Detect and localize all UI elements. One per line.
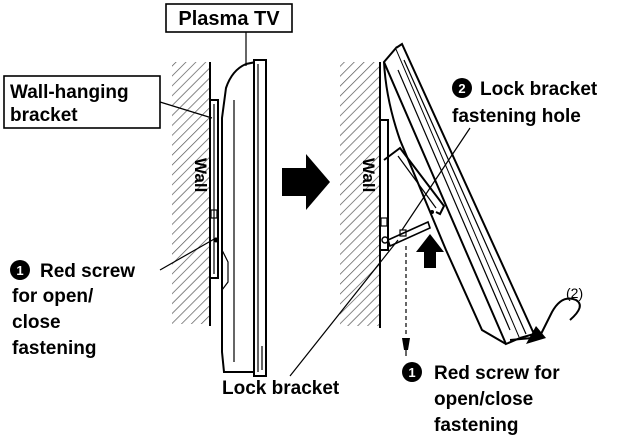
rotate-arrow: (2) xyxy=(509,285,583,344)
left-wall xyxy=(172,62,211,326)
svg-text:fastening: fastening xyxy=(12,338,96,359)
marker-2 xyxy=(452,78,472,98)
svg-text:Wall-hanging: Wall-hanging xyxy=(10,82,129,103)
red-screw-left-callout: 1 Red screw for open/ close fastening xyxy=(10,237,217,359)
wall-hanging-bracket-right xyxy=(379,119,389,251)
svg-text:bracket: bracket xyxy=(10,105,78,126)
lock-hole-callout: 2 Lock bracket fastening hole xyxy=(401,78,598,231)
svg-text:close: close xyxy=(12,312,61,333)
svg-text:for open/: for open/ xyxy=(12,286,94,307)
svg-text:Lock bracket: Lock bracket xyxy=(480,79,598,100)
push-up-arrow xyxy=(416,234,444,268)
svg-text:1: 1 xyxy=(16,263,23,278)
svg-text:Plasma TV: Plasma TV xyxy=(178,8,280,30)
svg-text:2: 2 xyxy=(458,81,465,96)
svg-text:fastening: fastening xyxy=(434,415,518,436)
plasma-tv-left xyxy=(221,59,267,377)
marker-1-right xyxy=(402,362,422,382)
wall-hanging-bracket-label: Wall-hanging bracket xyxy=(3,75,213,129)
svg-text:open/close: open/close xyxy=(434,389,533,410)
wall-hanging-bracket xyxy=(209,99,219,279)
svg-text:1: 1 xyxy=(408,365,415,380)
marker-1-left xyxy=(10,260,30,280)
wall-label-right: Wall xyxy=(359,158,378,192)
transition-arrow xyxy=(282,154,330,210)
red-screw-right xyxy=(402,246,410,356)
svg-text:fastening hole: fastening hole xyxy=(452,106,581,127)
lock-bracket xyxy=(387,220,431,248)
step-2-label: (2) xyxy=(566,285,583,301)
svg-text:Red screw: Red screw xyxy=(40,261,135,282)
svg-text:Lock bracket: Lock bracket xyxy=(222,378,340,399)
tv-bracket-right xyxy=(383,146,446,216)
lock-bracket-callout: Lock bracket xyxy=(222,239,399,399)
wall-label-left: Wall xyxy=(191,158,210,192)
svg-text:Red screw for: Red screw for xyxy=(434,363,560,384)
plasma-tv-tilted xyxy=(382,42,536,346)
red-screw-right-callout: 1 Red screw for open/close fastening xyxy=(402,362,560,436)
plasma-tv-label: Plasma TV xyxy=(165,3,293,66)
